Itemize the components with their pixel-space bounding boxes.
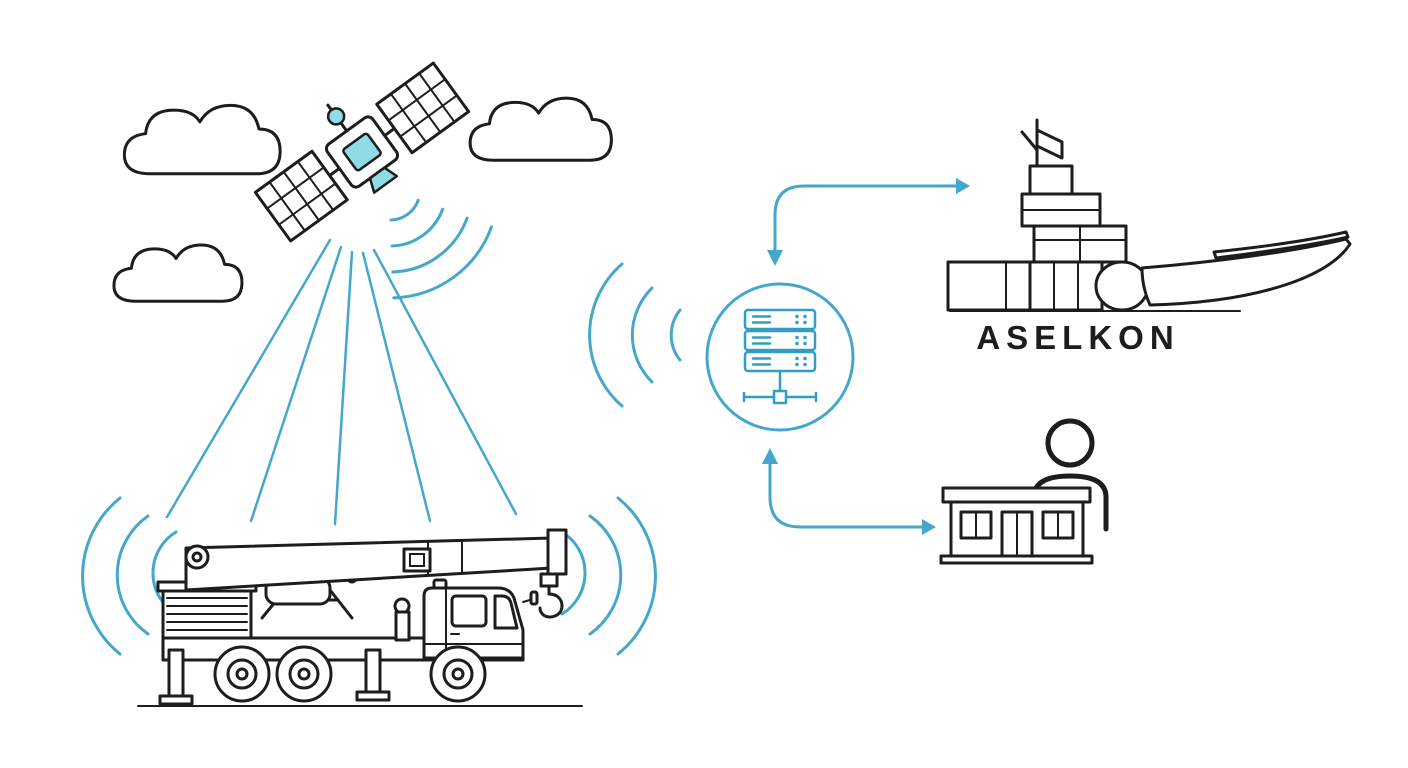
office-base [939,554,1094,565]
solar-panel-grid [387,72,458,144]
crane-boom [184,536,554,592]
wireless-waves-to-server [588,262,682,408]
arrowhead-up-icon [762,448,778,464]
server-icon [705,282,855,432]
cloud-icon [468,96,613,162]
outrigger [167,648,185,698]
satellite-dish [326,107,346,126]
solar-panel-grid [266,160,337,232]
gps-beam-lines [165,238,518,526]
satellite-signal-waves [389,198,493,300]
winch [184,544,210,570]
cab-window [450,594,488,628]
server-rack [743,308,817,373]
network-link [742,369,818,405]
exhaust-stack [394,610,411,642]
satellite-transmitter [368,166,399,194]
factory-building-icon [946,118,1352,312]
satellite-icon [253,61,471,243]
office-roof [941,486,1092,504]
antenna-mast [1020,118,1039,170]
arrow-server-to-factory [767,178,970,266]
crane-hook [538,592,564,619]
wheel [213,645,271,703]
cloud-icon [122,103,282,176]
wheel [275,645,333,703]
cloud-icon [112,243,244,303]
windshield [493,594,519,630]
arrowhead-right-icon [956,178,970,194]
outrigger [364,648,382,694]
crane-signal-waves-right [560,496,657,656]
company-label: ASELKON [976,319,1179,356]
office-building-icon [939,486,1094,565]
arrowhead-down-icon [767,250,783,266]
beacon-light [432,578,448,590]
crane-truck-icon [137,528,583,707]
antenna-flag [1035,128,1064,160]
canopy [1212,230,1350,260]
arrowhead-right-icon [922,519,936,535]
wheel [429,645,487,703]
boom-head [546,528,568,576]
person-head [1045,418,1095,468]
server-circle [705,282,855,432]
hull-wing [1140,237,1352,307]
mirror [529,590,539,606]
arrow-server-to-office [762,448,936,535]
